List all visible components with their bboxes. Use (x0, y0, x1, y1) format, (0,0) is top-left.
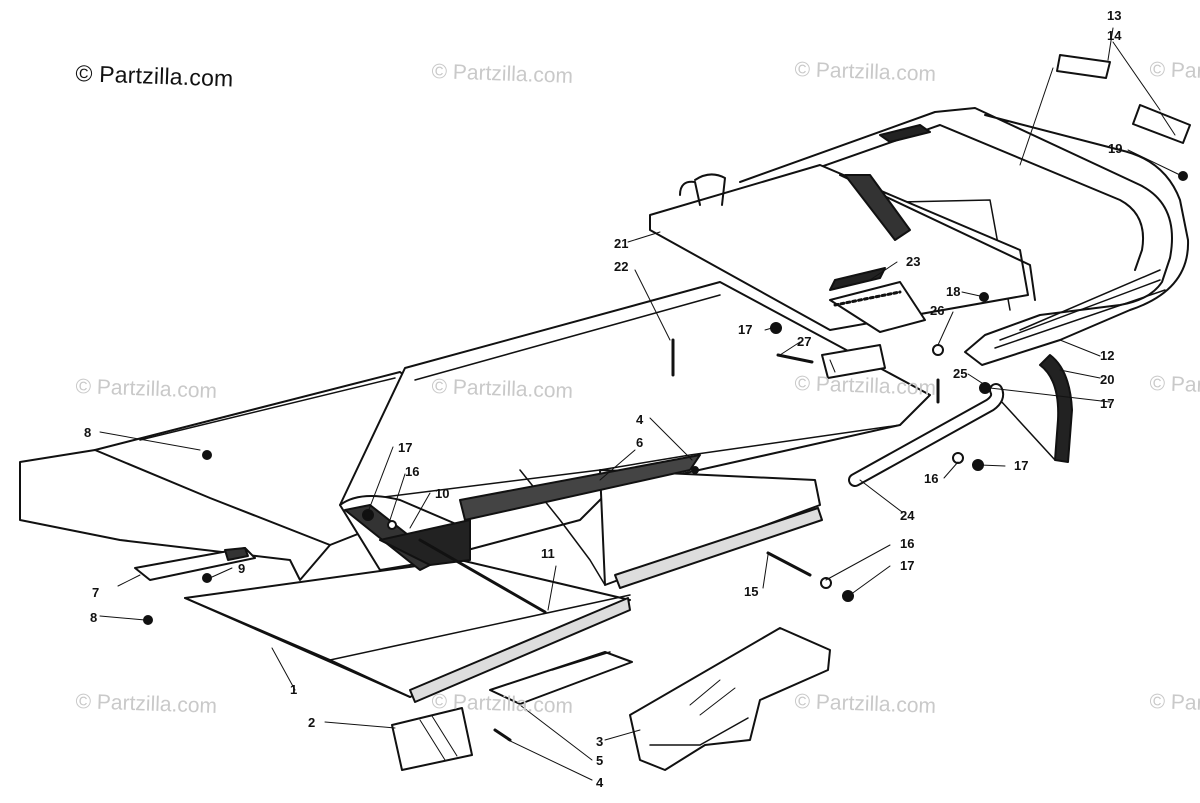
callout-24: 24 (900, 508, 915, 523)
callout-23: 23 (906, 254, 920, 269)
watermark-5: © Partzilla.com (431, 375, 574, 403)
watermark-10: © Partzilla.com (794, 690, 937, 718)
part-24-tube (848, 383, 1005, 487)
watermark-8: © Partzilla.com (75, 690, 218, 718)
callout-20: 20 (1100, 372, 1114, 387)
callout-4-a: 4 (636, 412, 644, 427)
callout-9: 9 (238, 561, 245, 576)
callout-10: 10 (435, 486, 449, 501)
callout-14: 14 (1107, 28, 1122, 43)
fasteners (143, 171, 1188, 742)
watermark-4: © Partzilla.com (75, 375, 218, 403)
callout-17-b: 17 (1100, 396, 1114, 411)
watermark-1: © Partzilla.com (431, 60, 574, 88)
callout-16-a: 16 (405, 464, 419, 479)
leader-lines (99, 27, 1181, 781)
callout-4-b: 4 (596, 775, 604, 790)
callout-3: 3 (596, 734, 603, 749)
callout-11: 11 (541, 546, 555, 561)
watermark-2: © Partzilla.com (794, 58, 937, 86)
part-7-bracket (134, 547, 256, 581)
callout-1: 1 (290, 682, 297, 697)
left-running-board (19, 371, 631, 703)
callout-15: 15 (744, 584, 758, 599)
callout-27: 27 (797, 334, 811, 349)
callout-21: 21 (614, 236, 628, 251)
watermark-9: © Partzilla.com (431, 690, 574, 718)
callout-25: 25 (953, 366, 967, 381)
callout-19: 19 (1108, 141, 1122, 156)
callout-8-b: 8 (90, 610, 97, 625)
callout-18: 18 (946, 284, 960, 299)
callout-numbers: 13 14 19 21 22 23 18 26 17 27 12 25 20 1… (84, 8, 1122, 790)
callout-12: 12 (1100, 348, 1114, 363)
copyright-notice: © Partzilla.com (75, 60, 234, 92)
callout-8-a: 8 (84, 425, 91, 440)
decals (1056, 54, 1191, 144)
callout-17-c: 17 (398, 440, 412, 455)
callout-7: 7 (92, 585, 99, 600)
callout-13: 13 (1107, 8, 1121, 23)
center-tunnel (339, 281, 931, 589)
part-5-plate (489, 651, 633, 705)
callout-22: 22 (614, 259, 628, 274)
watermark-6: © Partzilla.com (794, 372, 937, 400)
callout-17-e: 17 (900, 558, 914, 573)
callout-6: 6 (636, 435, 643, 450)
rear-deck-plate (649, 164, 1036, 333)
part-2-plate (391, 707, 473, 771)
callout-26: 26 (930, 303, 944, 318)
callout-17-d: 17 (1014, 458, 1028, 473)
callout-2: 2 (308, 715, 315, 730)
callout-16-c: 16 (900, 536, 914, 551)
callout-16-b: 16 (924, 471, 938, 486)
callout-17-a: 17 (738, 322, 752, 337)
part-27-block (821, 344, 886, 379)
part-3-bracket (629, 627, 831, 771)
callout-5: 5 (596, 753, 603, 768)
